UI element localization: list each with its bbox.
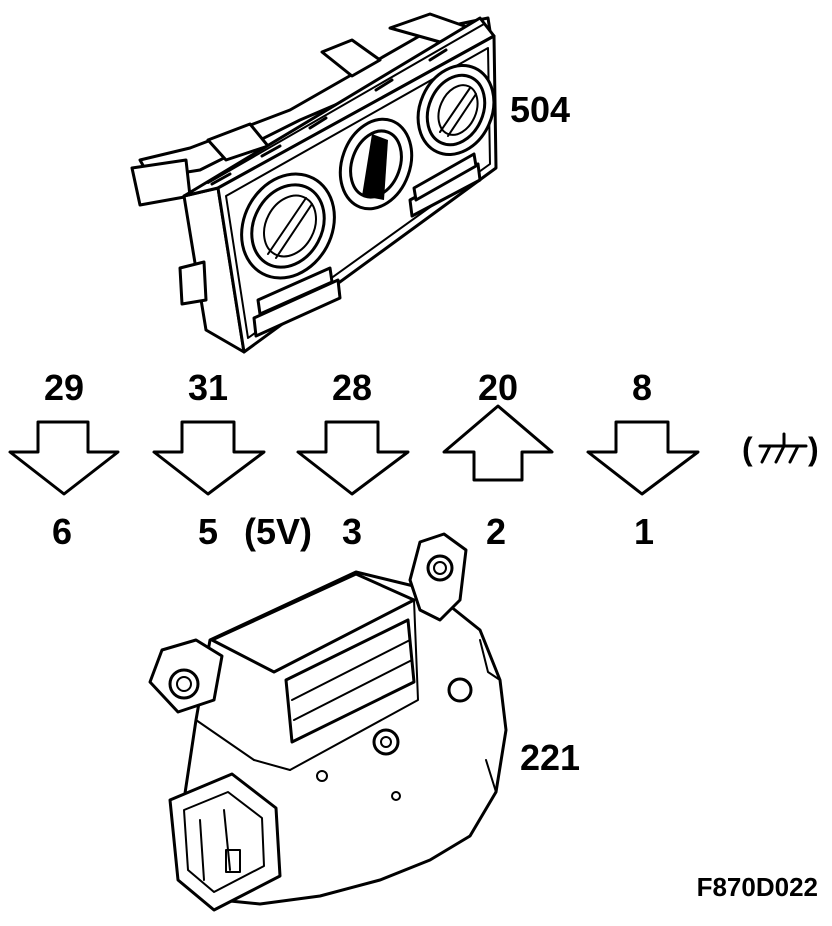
arrow-down-icon	[586, 420, 700, 496]
pin-bottom-3: 3	[342, 511, 362, 552]
right-knob-icon	[416, 63, 496, 157]
ground-reference: ( )	[742, 431, 819, 467]
arrow-down-icon	[296, 420, 410, 496]
arrow-up-icon	[442, 404, 554, 482]
pin-bottom-5: 5	[198, 511, 218, 552]
pin-numbers-top: 29 31 28 20 8	[44, 367, 652, 408]
voltage-note: (5V)	[244, 511, 312, 552]
pin-bottom-1: 1	[634, 511, 654, 552]
pin-bottom-2: 2	[486, 511, 506, 552]
figure-code: F870D022	[697, 872, 818, 902]
pin-bottom-6: 6	[52, 511, 72, 552]
control-panel-label: 504	[510, 89, 570, 130]
left-knob-icon	[240, 172, 336, 280]
ground-paren-close: )	[808, 431, 819, 467]
ground-paren-open: (	[742, 431, 753, 467]
pin-numbers-bottom: 6 5 (5V) 3 2 1	[52, 511, 654, 552]
ground-symbol-icon	[758, 432, 808, 464]
center-knob-icon	[338, 117, 414, 211]
arrow-down-icon	[152, 420, 266, 496]
right-mount-icon	[408, 532, 468, 622]
actuator-motor-drawing	[148, 532, 508, 912]
climate-control-panel-drawing	[130, 12, 498, 354]
pin-top-20: 20	[478, 367, 518, 408]
left-mount-icon	[148, 638, 224, 714]
pin-top-8: 8	[632, 367, 652, 408]
signal-arrows	[8, 404, 700, 496]
electrical-connector-icon	[168, 772, 282, 912]
pin-top-29: 29	[44, 367, 84, 408]
arrow-down-icon	[8, 420, 120, 496]
pin-top-31: 31	[188, 367, 228, 408]
actuator-label: 221	[520, 737, 580, 778]
pin-top-28: 28	[332, 367, 372, 408]
